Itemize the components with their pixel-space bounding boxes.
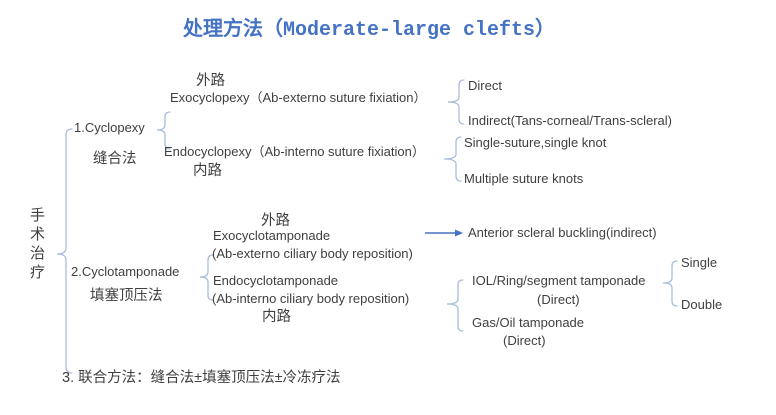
leaf-single-suture: Single-suture,single knot <box>464 135 607 150</box>
leaf-iol-tamponade: IOL/Ring/segment tamponade <box>472 273 646 288</box>
endocyclopexy-children-brace <box>443 136 462 182</box>
root-label: 手术治疗 <box>28 207 45 283</box>
branch1-endo-route-cn: 内路 <box>193 163 222 179</box>
branch2-exo-route-cn: 外路 <box>261 213 290 229</box>
branch2-endo-line1: Endocyclotamponade <box>213 273 339 288</box>
page-title: 处理方法（Moderate-large clefts） <box>183 19 556 42</box>
branch2-endo-route-cn: 内路 <box>262 309 291 325</box>
leaf-gas-oil-tamponade-direct: (Direct) <box>503 333 546 348</box>
leaf-direct: Direct <box>468 78 502 93</box>
branch1-endo-label: Endocyclopexy（Ab-interno suture fixiatio… <box>164 144 425 159</box>
exocyclotamponade-arrow <box>425 229 463 237</box>
leaf-gas-oil-tamponade: Gas/Oil tamponade <box>472 315 585 330</box>
branch2-endo-line2: (Ab-interno ciliary body reposition) <box>212 291 410 306</box>
leaf-double: Double <box>681 297 723 312</box>
leaf-iol-tamponade-direct: (Direct) <box>537 292 580 307</box>
exocyclopexy-children-brace <box>447 79 465 125</box>
leaf-anterior-scleral-buckling: Anterior scleral buckling(indirect) <box>468 225 657 240</box>
endocyclotamponade-children-brace <box>446 279 464 332</box>
branch1-label-cn: 缝合法 <box>93 151 137 167</box>
leaf-multiple-knots: Multiple suture knots <box>464 171 584 186</box>
branch2-exo-line1: Exocyclotamponade <box>213 228 331 243</box>
branch2-label: 2.Cyclotamponade <box>71 264 180 279</box>
root-brace <box>56 128 73 374</box>
branch2-exo-line2: (Ab-externo ciliary body reposition) <box>212 246 413 261</box>
iol-children-brace <box>662 260 678 307</box>
branch2-label-cn: 填塞顶压法 <box>90 288 163 304</box>
branch1-label: 1.Cyclopexy <box>74 120 145 135</box>
branch1-exo-route-cn: 外路 <box>196 73 225 89</box>
leaf-single: Single <box>681 255 718 270</box>
branch3-label: 3. 联合方法：缝合法±填塞顶压法±冷冻疗法 <box>62 370 341 386</box>
branch1-exo-label: Exocyclopexy（Ab-externo suture fixiation… <box>170 90 427 105</box>
leaf-indirect: Indirect(Tans-corneal/Trans-scleral) <box>468 113 672 128</box>
